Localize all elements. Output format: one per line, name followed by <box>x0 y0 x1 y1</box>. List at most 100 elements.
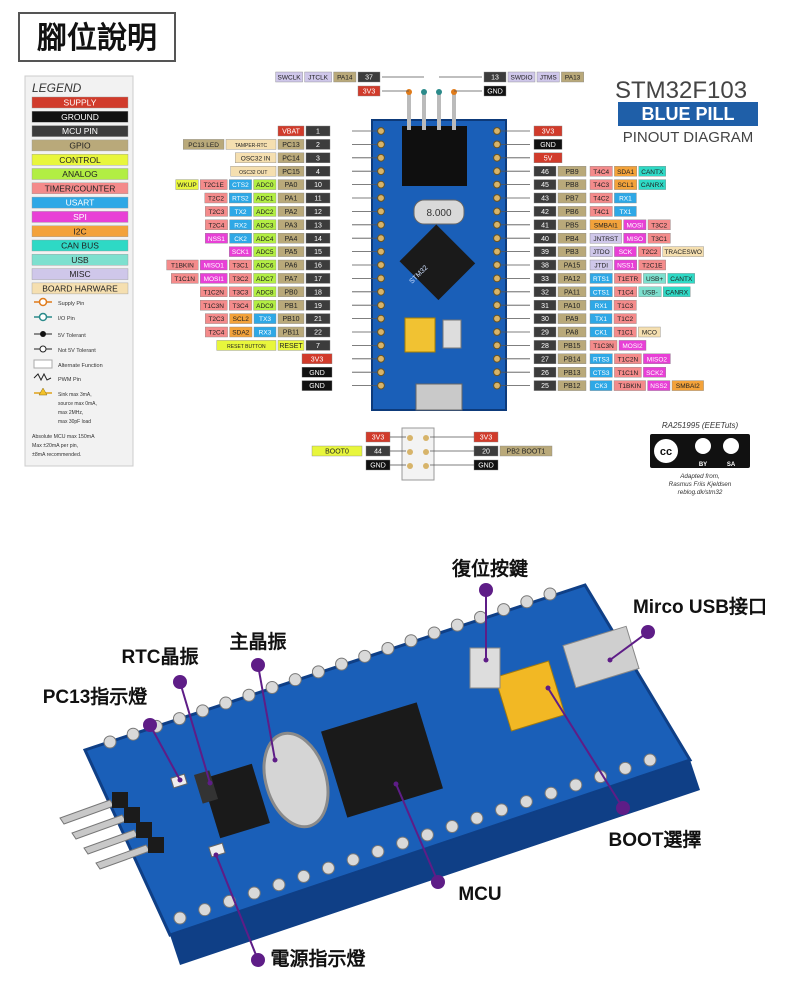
svg-text:T1C3N: T1C3N <box>593 343 614 350</box>
svg-text:T2C4: T2C4 <box>208 330 224 337</box>
pin-hole-right <box>493 341 501 350</box>
reset-button <box>442 319 462 349</box>
legend-footnote: ±8mA recommended. <box>32 452 81 458</box>
svg-text:PA7: PA7 <box>285 276 298 283</box>
pin-name: PB4 <box>557 232 587 244</box>
legend-item: SUPPLY <box>31 96 129 109</box>
pin-hole-left <box>377 301 385 310</box>
alt-function: USB- <box>638 286 662 297</box>
svg-text:ADC7: ADC7 <box>256 276 274 283</box>
svg-text:PB14: PB14 <box>563 356 580 363</box>
legend-item: MCU PIN <box>31 125 129 137</box>
svg-text:18: 18 <box>314 289 322 296</box>
photo-pin-housing <box>148 837 164 853</box>
alt-function: SWCLK <box>275 71 303 83</box>
alt-function: T2C1E <box>638 259 666 271</box>
pin-number: 44 <box>365 445 391 457</box>
pin-name: PB7 <box>557 192 587 204</box>
svg-text:TRACESWO: TRACESWO <box>664 249 702 256</box>
svg-text:PB11: PB11 <box>283 330 300 337</box>
legend-symbol: 5V Tolerant <box>34 331 86 339</box>
pin-name: 5V <box>533 152 563 164</box>
pin-hole-left <box>377 314 385 323</box>
pin-hole-right <box>493 247 501 256</box>
alt-function: T2C3 <box>204 313 228 324</box>
alt-function: CANTX <box>667 273 695 284</box>
pin-hole-left <box>377 274 385 283</box>
voltage-regulator <box>402 126 467 186</box>
svg-text:JTDO: JTDO <box>593 249 610 256</box>
pin-name: PB9 <box>557 165 587 177</box>
pin-hole-left <box>377 194 385 202</box>
pin-hole-right <box>493 381 501 390</box>
svg-text:2: 2 <box>316 142 320 149</box>
svg-text:GND: GND <box>540 142 556 149</box>
legend-item: I2C <box>31 225 129 237</box>
alt-function: T2C2 <box>638 246 662 257</box>
photo-pin-bottom <box>321 861 335 875</box>
svg-text:SWDIO: SWDIO <box>510 75 532 82</box>
svg-text:PA2: PA2 <box>285 209 298 216</box>
svg-text:RTS3: RTS3 <box>593 356 610 363</box>
legend-item: ANALOG <box>31 168 129 180</box>
svg-text:PC13: PC13 <box>282 142 300 149</box>
svg-text:ADC3: ADC3 <box>256 222 274 229</box>
pin-hole-right <box>493 234 501 243</box>
svg-text:PA0: PA0 <box>285 182 298 189</box>
svg-text:PA3: PA3 <box>285 222 298 229</box>
alt-function: SDA1 <box>614 165 638 177</box>
name-badge <box>618 102 758 126</box>
alt-function: T3C4 <box>228 300 252 311</box>
svg-text:PA1: PA1 <box>285 196 298 203</box>
svg-text:VBAT: VBAT <box>282 129 300 136</box>
pin-name: PA7 <box>277 273 305 284</box>
photo-pin-bottom <box>396 836 410 850</box>
svg-text:T1C1N: T1C1N <box>618 370 639 377</box>
pin-number: 13 <box>483 71 507 83</box>
photo-pin-bottom <box>519 795 533 809</box>
pin-name: PB12 <box>557 380 587 391</box>
pin-number: 26 <box>533 367 557 378</box>
photo-pin-bottom <box>247 886 261 900</box>
alt-function: T1C3N <box>199 300 228 311</box>
legend-note: Sink max 3mA, <box>58 392 92 398</box>
svg-text:NSS1: NSS1 <box>208 236 225 243</box>
legend-heading: LEGEND <box>32 81 82 95</box>
pin-name: 3V3 <box>533 125 563 137</box>
svg-text:CANTX: CANTX <box>641 169 664 176</box>
svg-text:JTDI: JTDI <box>594 263 608 270</box>
photo-pin-top <box>335 657 349 671</box>
svg-text:33: 33 <box>541 276 549 283</box>
top-header-right: GND <box>454 85 507 97</box>
pin-number: 17 <box>305 273 331 284</box>
crystal-8mhz <box>413 199 465 225</box>
svg-text:SCL2: SCL2 <box>233 316 250 323</box>
pin-name: PA12 <box>557 273 587 284</box>
photo-pin-housing <box>124 807 140 823</box>
pin-name: PA11 <box>557 286 587 297</box>
callout-label: MCU <box>458 884 501 905</box>
svg-text:MOSI1: MOSI1 <box>204 276 225 283</box>
svg-text:T3C2: T3C2 <box>232 276 248 283</box>
pin-number: 22 <box>305 326 331 338</box>
alt-function: TRACESWO <box>662 246 704 257</box>
photo-pin-top <box>126 727 140 741</box>
pin-hole-right <box>493 301 501 310</box>
svg-text:TX3: TX3 <box>259 316 271 323</box>
pin-number: 12 <box>305 206 331 217</box>
svg-text:BOOT0: BOOT0 <box>325 449 349 456</box>
boot-header-left: 3V3 <box>365 431 406 443</box>
alt-function: CTS1 <box>589 286 613 297</box>
pin-number: 39 <box>533 246 557 257</box>
svg-text:T2C1E: T2C1E <box>642 263 663 270</box>
pin-name: VBAT <box>277 125 305 137</box>
photo-pin-top <box>404 634 418 648</box>
pin-name: PB1 <box>277 300 305 311</box>
adapted-line: Adapted from, <box>679 473 720 480</box>
alt-function: SMBAI2 <box>671 380 704 391</box>
svg-text:T3C1: T3C1 <box>232 263 248 270</box>
